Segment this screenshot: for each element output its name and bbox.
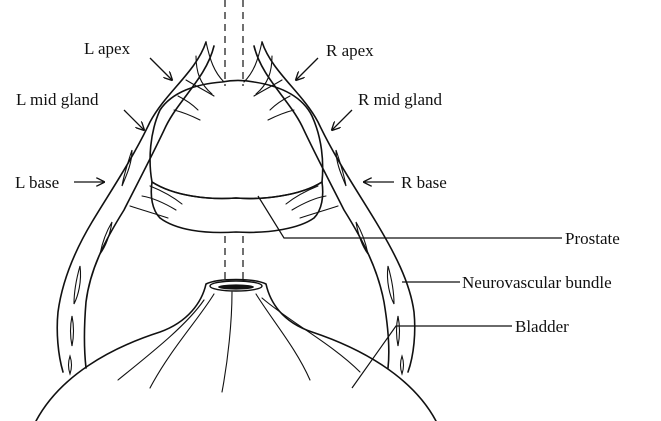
urethra-top [225,0,243,86]
bladder [36,280,436,421]
label-bladder: Bladder [515,317,569,336]
label-r-base: R base [401,173,447,192]
r-apex-arrow [296,58,318,80]
label-l-mid-gland: L mid gland [16,90,99,109]
pointer-arrows [74,58,394,182]
urethra-bottom [225,236,243,280]
label-l-base: L base [15,173,59,192]
label-r-apex: R apex [326,41,374,60]
bladder-outline [36,280,436,421]
label-neurovascular-bundle: Neurovascular bundle [462,273,612,292]
bladder-leader [352,326,512,388]
label-l-apex: L apex [84,39,131,58]
l-mid-gland-arrow [124,110,144,130]
prostate-body [150,81,323,199]
label-prostate: Prostate [565,229,620,248]
r-mid-gland-arrow [332,110,352,130]
l-apex-arrow [150,58,172,80]
label-r-mid-gland: R mid gland [358,90,443,109]
